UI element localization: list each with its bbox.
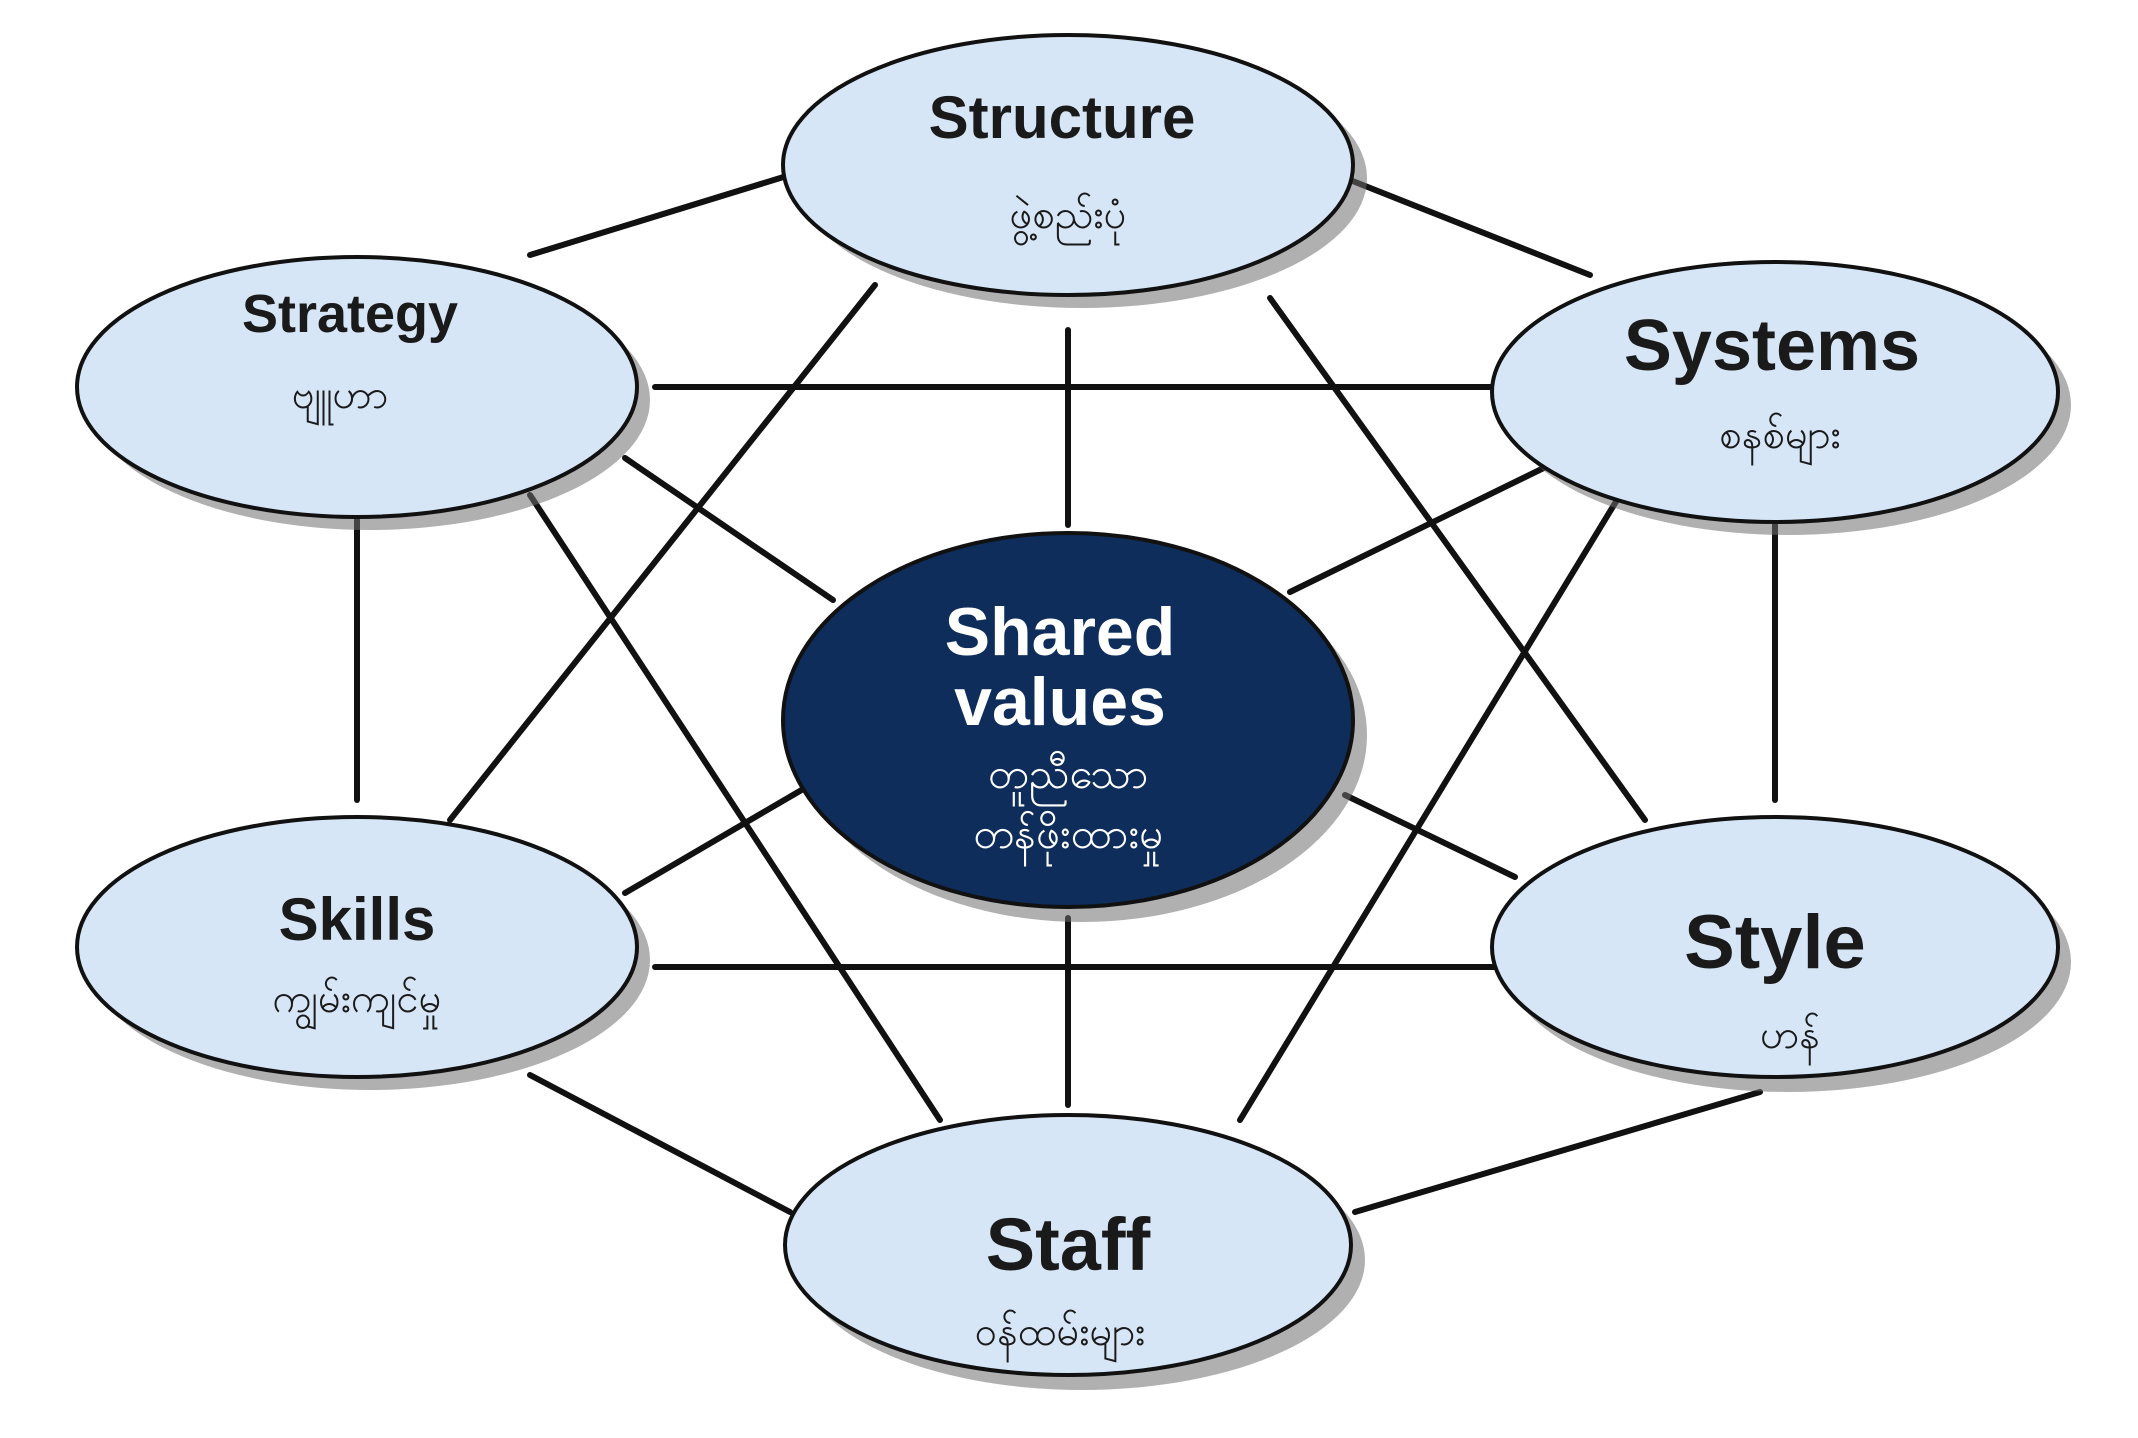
line-systems-staff — [1237, 492, 1623, 1123]
line-style-shared — [1342, 792, 1518, 880]
node-style-title: Style — [1684, 900, 1866, 985]
node-skills-subtitle: ကျွမ်းကျင်မှု — [273, 976, 442, 1030]
node-strategy-ellipse — [75, 255, 639, 519]
node-staff-title: Staff — [986, 1203, 1151, 1286]
node-staff-subtitle: ဝန်ထမ်းများ — [975, 1309, 1146, 1363]
node-systems-title: Systems — [1624, 306, 1920, 386]
node-skills: Skills ကျွမ်းကျင်မှု — [75, 815, 650, 1090]
node-strategy: Strategy ဗျူဟာ — [75, 255, 650, 530]
line-strategy-shared — [622, 455, 836, 603]
node-shared-values-title-line1: Shared — [945, 594, 1176, 670]
node-style: Style ဟန် — [1490, 815, 2071, 1092]
line-strategy-structure — [527, 172, 793, 258]
connections — [354, 172, 1778, 1215]
node-style-ellipse — [1490, 815, 2060, 1079]
node-shared-values-ellipse — [781, 531, 1355, 909]
node-systems: Systems စနစ်များ — [1490, 260, 2071, 535]
line-structure-skills — [447, 282, 878, 823]
line-skills-shared — [622, 785, 808, 896]
node-skills-title: Skills — [279, 886, 436, 953]
node-shared-values-title-line2: values — [954, 664, 1166, 740]
node-shared-values-subtitle-line1: တူညီသော — [988, 749, 1149, 807]
node-style-subtitle: ဟန် — [1760, 1012, 1820, 1066]
node-structure-ellipse — [781, 33, 1355, 297]
node-strategy-title: Strategy — [242, 284, 458, 344]
line-structure-systems — [1347, 177, 1593, 278]
line-style-staff — [1352, 1089, 1763, 1215]
node-systems-ellipse — [1490, 260, 2060, 524]
node-systems-subtitle: စနစ်များ — [1719, 412, 1840, 466]
node-structure-subtitle: ဖွဲ့စည်းပုံ — [1010, 192, 1127, 246]
node-staff: Staff ဝန်ထမ်းများ — [783, 1113, 1365, 1390]
node-shared-values-subtitle-line2: တန်ဖိုးထားမှု — [973, 809, 1163, 867]
node-shared-values: Shared values တူညီသော တန်ဖိုးထားမှု — [781, 531, 1367, 922]
node-staff-ellipse — [783, 1113, 1353, 1377]
line-systems-shared — [1287, 457, 1563, 595]
node-structure: Structure ဖွဲ့စည်းပုံ — [781, 33, 1367, 308]
node-structure-title: Structure — [929, 84, 1196, 151]
line-structure-style — [1267, 295, 1648, 823]
node-skills-ellipse — [75, 815, 639, 1079]
line-skills-staff — [527, 1072, 793, 1215]
node-strategy-subtitle: ဗျူဟာ — [292, 372, 388, 426]
line-strategy-staff — [527, 492, 943, 1123]
